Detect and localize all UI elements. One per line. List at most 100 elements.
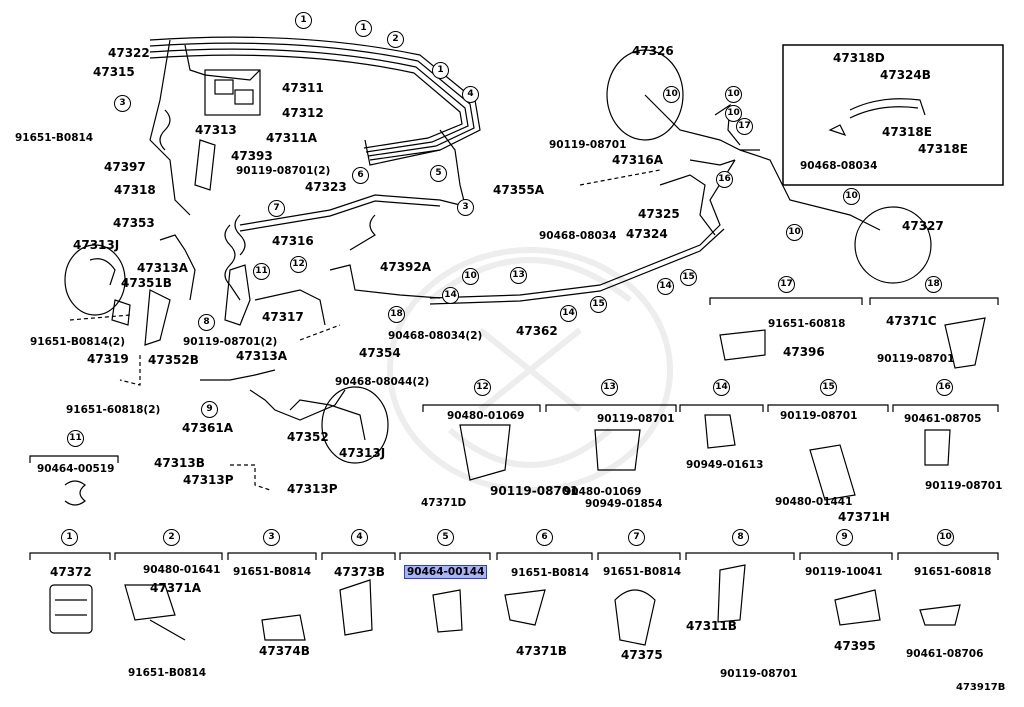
part-label[interactable]: 47312	[282, 106, 324, 120]
part-label[interactable]: 47355A	[493, 183, 545, 197]
callout-circle: 16	[936, 379, 953, 396]
part-label[interactable]: 47353	[113, 216, 155, 230]
part-label[interactable]: 47371C	[886, 314, 937, 328]
part-label[interactable]: 47327	[902, 219, 944, 233]
part-label[interactable]: 47313J	[339, 446, 386, 460]
part-label[interactable]: 47313B	[154, 456, 205, 470]
part-label[interactable]: 90480-01069	[447, 410, 525, 422]
part-label[interactable]: 91651-B0814	[233, 566, 312, 578]
part-label[interactable]: 91651-60818	[914, 566, 992, 578]
part-label[interactable]: 47324B	[880, 68, 931, 82]
part-label[interactable]: 47318D	[833, 51, 885, 65]
part-label[interactable]: 47311A	[266, 131, 318, 145]
callout-circle: 3	[114, 95, 131, 112]
part-label[interactable]: 47316	[272, 234, 314, 248]
callout-circle: 8	[732, 529, 749, 546]
callout-circle: 14	[657, 278, 674, 295]
part-label[interactable]: 47313A	[236, 349, 288, 363]
part-label[interactable]: 47315	[93, 65, 135, 79]
part-label[interactable]: 47374B	[259, 644, 310, 658]
part-label[interactable]: 47352	[287, 430, 329, 444]
callout-circle: 10	[786, 224, 803, 241]
part-label[interactable]: 47313P	[287, 482, 338, 496]
part-label[interactable]: 90119-08701(2)	[236, 165, 331, 177]
part-label[interactable]: 90468-08034(2)	[388, 330, 483, 342]
part-label[interactable]: 47354	[359, 346, 401, 360]
callout-circle: 2	[163, 529, 180, 546]
part-label[interactable]: 47371H	[838, 510, 890, 524]
part-label[interactable]: 47311	[282, 81, 324, 95]
part-label[interactable]: 47311B	[686, 619, 737, 633]
part-label[interactable]: 47317	[262, 310, 304, 324]
part-label[interactable]: 47372	[50, 565, 92, 579]
highlighted-part-label[interactable]: 90464-00144	[403, 565, 488, 579]
part-label[interactable]: 47313	[195, 123, 237, 137]
part-label[interactable]: 91651-60818(2)	[66, 404, 161, 416]
part-label[interactable]: 90468-08034	[800, 160, 878, 172]
part-label[interactable]: 47325	[638, 207, 680, 221]
part-label[interactable]: 47375	[621, 648, 663, 662]
callout-circle: 9	[201, 401, 218, 418]
part-label[interactable]: 91651-B0814	[128, 667, 207, 679]
part-label[interactable]: 47323	[305, 180, 347, 194]
part-label[interactable]: 90949-01613	[686, 459, 764, 471]
part-label[interactable]: 47373B	[334, 565, 385, 579]
part-label[interactable]: 90480-01641	[143, 564, 221, 576]
part-label[interactable]: 47318	[114, 183, 156, 197]
inset-box	[782, 44, 1004, 186]
part-label[interactable]: 91651-B0814	[603, 566, 682, 578]
part-label[interactable]: 90119-08701	[720, 668, 798, 680]
part-label[interactable]: 47322	[108, 46, 150, 60]
part-label[interactable]: 90119-08701	[490, 484, 579, 498]
part-label[interactable]: 47351B	[121, 276, 172, 290]
part-label[interactable]: 47318E	[918, 142, 968, 156]
part-label[interactable]: 47362	[516, 324, 558, 338]
callout-circle: 1	[61, 529, 78, 546]
part-label[interactable]: 90119-10041	[805, 566, 883, 578]
part-label[interactable]: 47326	[632, 44, 674, 58]
part-label[interactable]: 91651-B0814	[15, 132, 94, 144]
part-label[interactable]: 47371D	[421, 497, 467, 509]
part-label[interactable]: 47371A	[150, 581, 202, 595]
watermark-logo	[387, 247, 673, 493]
part-label[interactable]: 90468-08034	[539, 230, 617, 242]
part-label[interactable]: 90480-01069	[564, 486, 642, 498]
callout-circle: 4	[462, 86, 479, 103]
part-label[interactable]: 47396	[783, 345, 825, 359]
part-label[interactable]: 90119-08701	[549, 139, 627, 151]
part-label[interactable]: 90461-08706	[906, 648, 984, 660]
part-label[interactable]: 90119-08701	[597, 413, 675, 425]
part-label[interactable]: 47318E	[882, 125, 932, 139]
part-label[interactable]: 47313J	[73, 238, 120, 252]
part-label[interactable]: 90119-08701	[877, 353, 955, 365]
part-label[interactable]: 47313P	[183, 473, 234, 487]
part-label[interactable]: 90464-00519	[37, 463, 115, 475]
callout-circle: 11	[253, 263, 270, 280]
part-label[interactable]: 90468-08044(2)	[335, 376, 430, 388]
brake-valve-assembly	[194, 69, 261, 191]
part-label[interactable]: 47324	[626, 227, 668, 241]
part-label[interactable]: 47392A	[380, 260, 432, 274]
part-label[interactable]: 47371B	[516, 644, 567, 658]
callout-circle: 2	[387, 31, 404, 48]
part-label[interactable]: 47352B	[148, 353, 199, 367]
part-label[interactable]: 91651-60818	[768, 318, 846, 330]
part-label[interactable]: 47313A	[137, 261, 189, 275]
callout-circle: 15	[590, 296, 607, 313]
part-label[interactable]: 90119-08701	[780, 410, 858, 422]
part-label[interactable]: 91651-B0814	[511, 567, 590, 579]
part-label[interactable]: 90461-08705	[904, 413, 982, 425]
brake-tube-middle	[200, 159, 736, 441]
part-label[interactable]: 47393	[231, 149, 273, 163]
part-label[interactable]: 47316A	[612, 153, 664, 167]
part-label[interactable]: 90119-08701(2)	[183, 336, 278, 348]
part-label[interactable]: 90119-08701	[925, 480, 1003, 492]
part-label[interactable]: 47319	[87, 352, 129, 366]
part-label[interactable]: 47397	[104, 160, 146, 174]
callout-circle: 18	[925, 276, 942, 293]
part-label[interactable]: 90949-01854	[585, 498, 663, 510]
part-label[interactable]: 90480-01441	[775, 496, 853, 508]
part-label[interactable]: 91651-B0814(2)	[30, 336, 126, 348]
part-label[interactable]: 47395	[834, 639, 876, 653]
part-label[interactable]: 47361A	[182, 421, 234, 435]
